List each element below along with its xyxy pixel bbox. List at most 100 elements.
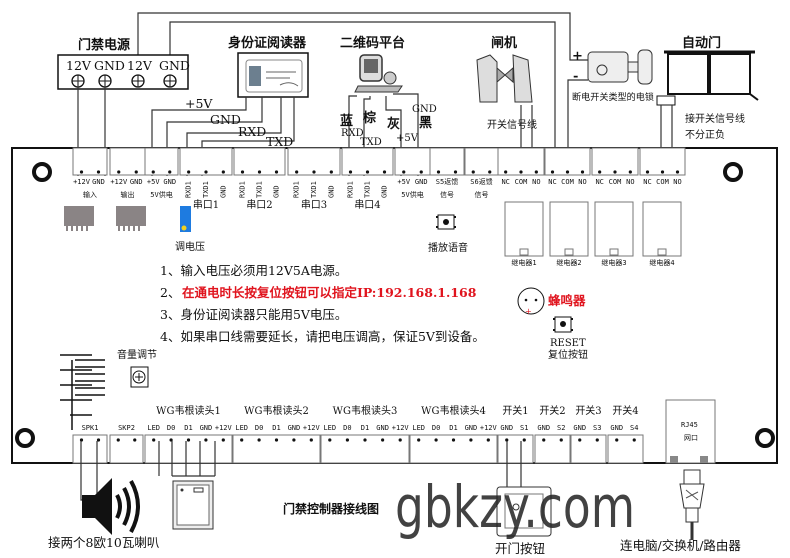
pin [417, 438, 421, 442]
pin [469, 438, 473, 442]
pin-label: RXD1 [185, 181, 193, 198]
buzzer-label: 蜂鸣器 [548, 293, 586, 308]
voltage-adjust-potentiometer[interactable] [180, 206, 191, 232]
relay-label: 继电器2 [556, 258, 581, 267]
note-2-ip-reset: 在通电时长按复位按钮可以指定IP:192.168.1.168 [182, 285, 477, 300]
pin-label: +12V [215, 424, 233, 432]
adjust-voltage-label: 调电压 [175, 240, 205, 253]
pin-label: D0 [343, 424, 351, 432]
pin [580, 170, 585, 174]
pin-label: LED [412, 424, 425, 432]
pin-label: +12V [110, 178, 128, 186]
pin-label: GND [610, 424, 623, 432]
pin [519, 170, 523, 174]
pin [134, 170, 138, 174]
wire-label: GND [210, 112, 241, 127]
pin-label: +5V [147, 178, 160, 186]
lock-plus: + [572, 49, 583, 64]
card-reader-icon [172, 480, 214, 530]
pin [534, 170, 538, 174]
pin [295, 170, 299, 174]
pin [542, 438, 546, 442]
pin-label: D0 [432, 424, 440, 432]
pin [204, 170, 208, 174]
turnstile-gate: 闸机 [476, 35, 533, 103]
connector-label: WG韦根读头1 [156, 404, 221, 417]
gate-signal-label: 开关信号线 [487, 118, 537, 131]
pin [402, 170, 406, 174]
pin [221, 170, 225, 174]
pin-label: D1 [361, 424, 369, 432]
pin-label: NO [578, 178, 586, 186]
pin-label: GND [130, 178, 143, 186]
pin [169, 438, 173, 442]
rj45-port[interactable]: RJ45 网口 [665, 399, 716, 464]
automatic-door: 自动门 接开关信号线 不分正负 [656, 35, 759, 141]
pin-label: GND [327, 185, 335, 198]
pin [221, 438, 225, 442]
pin-label: LED [323, 424, 336, 432]
pin-label: COM [656, 178, 669, 186]
pin-label: TXD1 [202, 181, 210, 198]
pin-label: NC [595, 178, 603, 186]
pin [565, 170, 570, 174]
wire-color-label: 黑 [419, 116, 432, 131]
bottom-connector[interactable]: SKP2 [109, 424, 144, 464]
pin-label: GND [163, 178, 176, 186]
bottom-connector[interactable]: SPK1 [72, 424, 108, 464]
pin [436, 170, 441, 174]
pin-label: GND [288, 424, 301, 432]
connector-label: 串口2 [246, 199, 272, 211]
play-voice-button[interactable] [436, 214, 456, 230]
wire-label: TXD [266, 134, 293, 149]
pin [133, 438, 137, 442]
wire-label: +5V [185, 96, 213, 111]
volume-label: 音量调节 [117, 348, 157, 361]
pin-label: D1 [272, 424, 280, 432]
relay-label: 继电器4 [649, 258, 674, 267]
pin [453, 170, 458, 174]
connector-label: 串口4 [354, 199, 380, 211]
pin [257, 438, 261, 442]
wire-color-label: 灰 [387, 116, 400, 132]
pin [398, 438, 402, 442]
gate-title: 闸机 [491, 35, 517, 51]
buzzer: + [517, 287, 545, 316]
speaker-header-pins [60, 354, 105, 430]
wire-power-12v-to-lock [137, 12, 588, 80]
power-terminal-label: 12V [66, 58, 92, 73]
pin [613, 170, 617, 174]
reset-button[interactable] [553, 316, 573, 333]
wire-lock-minus [567, 79, 588, 172]
volume-knob[interactable] [130, 366, 149, 388]
connector-label: 串口1 [193, 199, 219, 211]
pin [486, 438, 490, 442]
pin-label: RXD1 [239, 181, 247, 198]
pin [329, 170, 333, 174]
pin [505, 438, 509, 442]
connector-label: SKP2 [118, 424, 135, 432]
